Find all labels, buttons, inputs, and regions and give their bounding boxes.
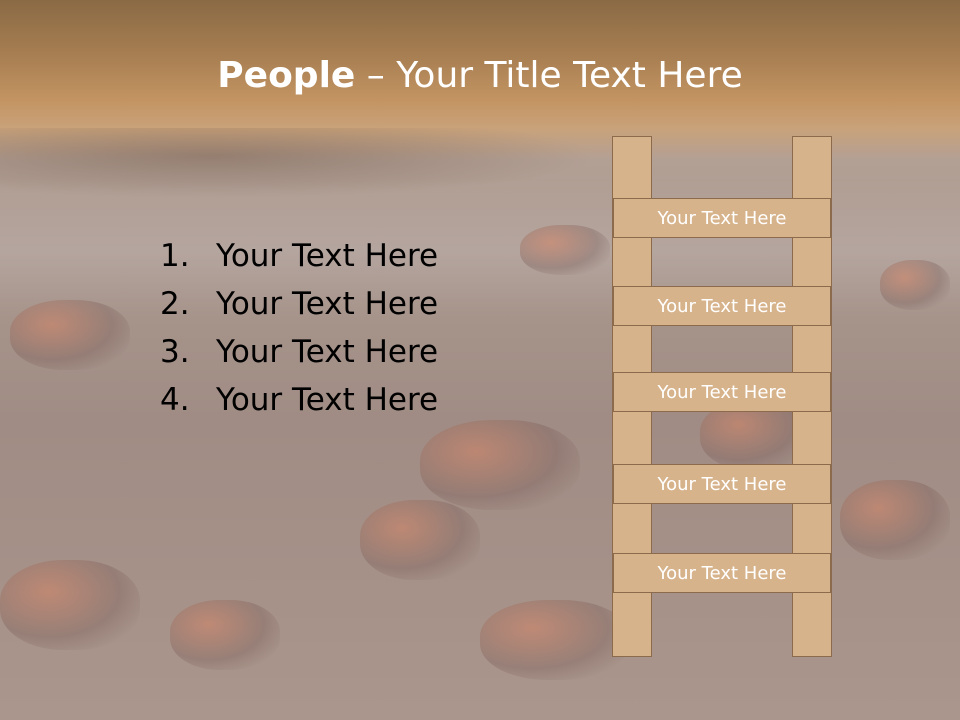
background-rock [10, 300, 130, 370]
list-item: 2. Your Text Here [160, 280, 438, 328]
background-rock [520, 225, 610, 275]
list-item: 3. Your Text Here [160, 328, 438, 376]
background-rock [420, 420, 580, 510]
ladder-rung[interactable]: Your Text Here [613, 198, 831, 238]
list-item: 1. Your Text Here [160, 232, 438, 280]
list-item-text: Your Text Here [216, 382, 439, 418]
list-item: 4. Your Text Here [160, 376, 438, 424]
ladder-rung[interactable]: Your Text Here [613, 286, 831, 326]
ladder-rung-label: Your Text Here [657, 381, 787, 403]
list-item-text: Your Text Here [216, 238, 439, 274]
ladder-rung[interactable]: Your Text Here [613, 553, 831, 593]
background-rock [0, 560, 140, 650]
ladder-rung[interactable]: Your Text Here [613, 372, 831, 412]
list-item-text: Your Text Here [216, 334, 439, 370]
list-item-number: 4. [160, 382, 190, 418]
background-rock [360, 500, 480, 580]
list-item-text: Your Text Here [216, 286, 439, 322]
list-item-number: 3. [160, 334, 190, 370]
ladder-rung-label: Your Text Here [657, 562, 787, 584]
background-headland [0, 128, 600, 198]
ladder-rung-label: Your Text Here [657, 473, 787, 495]
list-item-number: 2. [160, 286, 190, 322]
list-item-number: 1. [160, 238, 190, 274]
ladder-rung[interactable]: Your Text Here [613, 464, 831, 504]
slide-title[interactable]: People – Your Title Text Here [0, 52, 960, 100]
ladder-rung-label: Your Text Here [657, 207, 787, 229]
background-rock [880, 260, 950, 310]
title-bold: People [217, 55, 356, 96]
title-rest: – Your Title Text Here [355, 55, 743, 96]
background-rock [170, 600, 280, 670]
background-rock [480, 600, 630, 680]
numbered-list[interactable]: 1. Your Text Here 2. Your Text Here 3. Your… [160, 232, 438, 424]
background-rock [840, 480, 950, 560]
ladder-rung-label: Your Text Here [657, 295, 787, 317]
